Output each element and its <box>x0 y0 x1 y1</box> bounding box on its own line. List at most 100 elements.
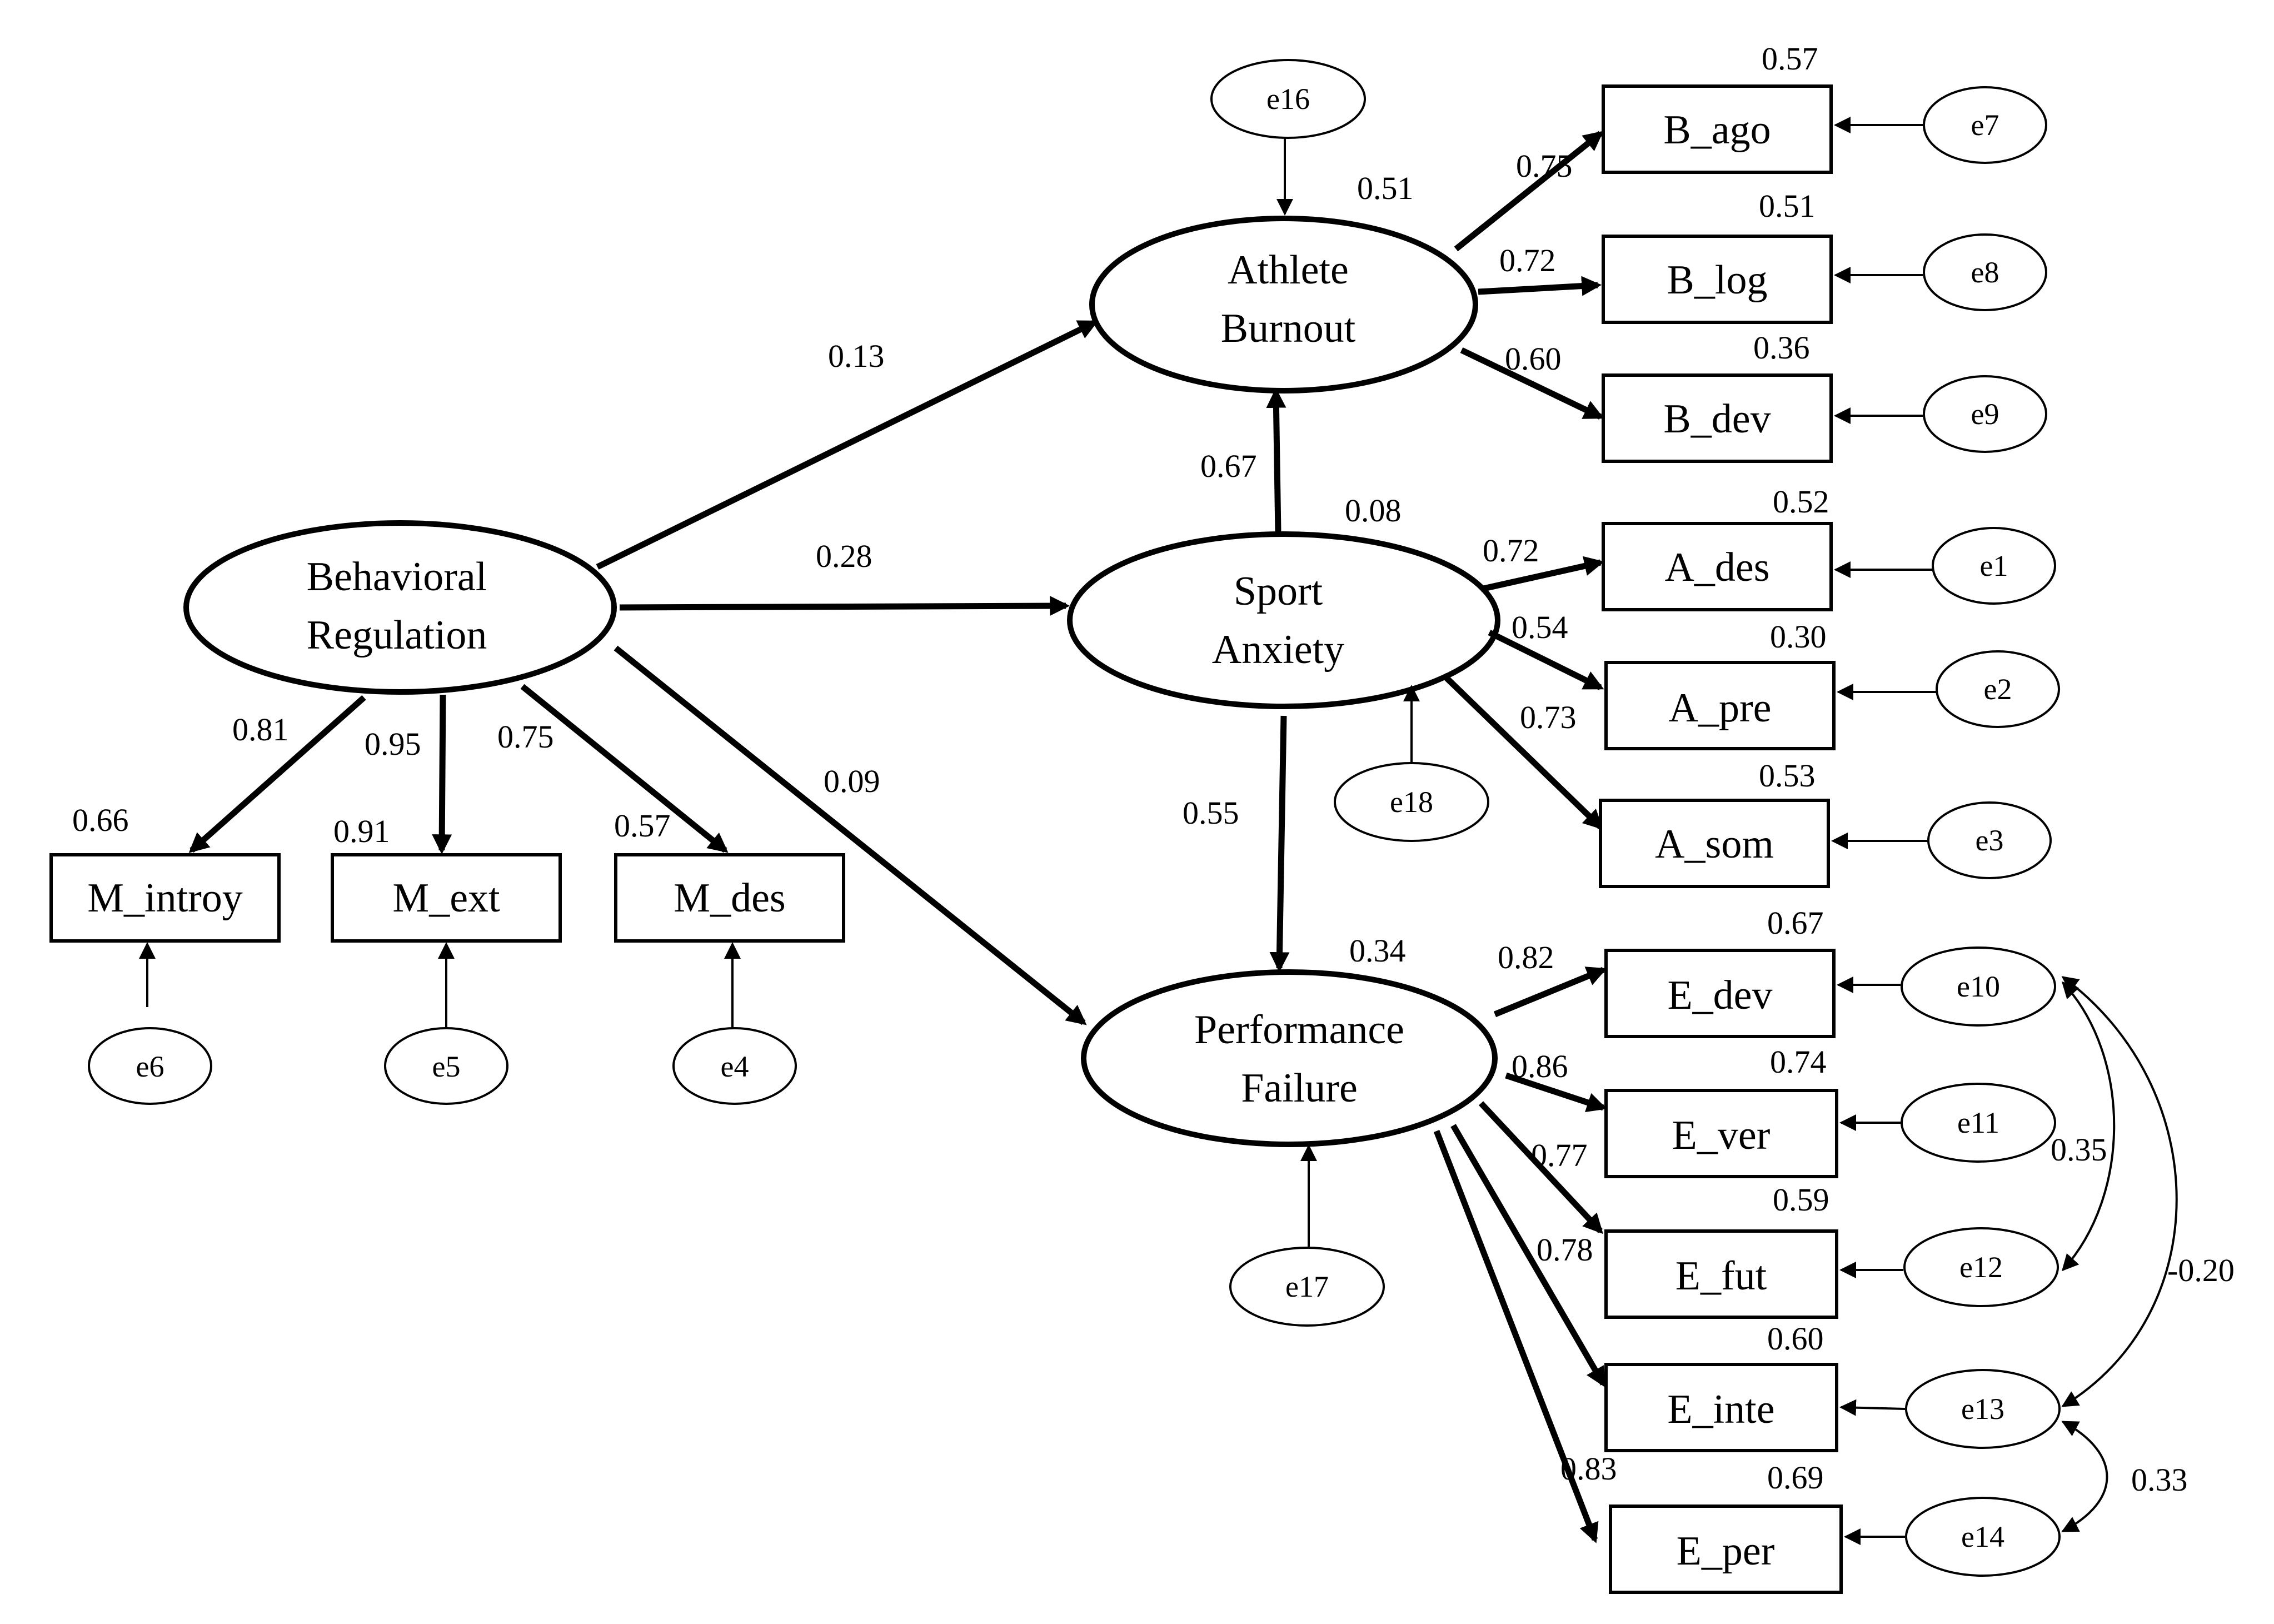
indicator-label: E_fut <box>1675 1253 1767 1299</box>
r2-m-introy: 0.66 <box>72 802 129 838</box>
error-ellipse-e11 <box>1901 1083 2056 1163</box>
br-loading-labels: 0.81 0.95 0.75 0.66 0.91 0.57 <box>72 711 671 849</box>
r2-e-fut: 0.59 <box>1773 1182 1829 1218</box>
error-ellipse-e10 <box>1901 946 2056 1027</box>
ab-loading-labels: 0.75 0.72 0.60 0.57 0.51 0.36 <box>1499 41 1818 377</box>
indicator-label: M_des <box>674 875 785 921</box>
error-label-e9: e9 <box>1971 397 1999 431</box>
indicator-m-ext: M_ext <box>331 853 562 943</box>
loading-e-fut: 0.77 <box>1531 1137 1588 1173</box>
latent-ellipse <box>183 520 617 695</box>
error-label-e13: e13 <box>1961 1392 2004 1426</box>
error-ellipse-e8 <box>1923 233 2047 311</box>
error-label-e5: e5 <box>432 1050 461 1083</box>
indicator-box <box>331 853 562 943</box>
path-br-to-sa <box>619 596 1070 616</box>
covariance-label-e13-e14: 0.33 <box>2131 1462 2188 1498</box>
loading-a-som: 0.73 <box>1520 699 1577 735</box>
error-label-e8: e8 <box>1971 256 1999 289</box>
r2-m-ext: 0.91 <box>333 813 390 849</box>
sa-loading-labels: 0.72 0.54 0.73 0.52 0.30 0.53 <box>1483 484 1829 794</box>
indicator-box <box>1604 661 1836 750</box>
loading-a-pre: 0.54 <box>1512 609 1568 645</box>
error-label-e7: e7 <box>1971 108 1999 142</box>
error-label-e6: e6 <box>136 1050 164 1083</box>
error-label-e17: e17 <box>1285 1270 1329 1303</box>
indicator-box <box>1602 522 1833 611</box>
loading-a-des: 0.72 <box>1483 532 1539 569</box>
indicator-label: A_som <box>1655 821 1774 867</box>
indicator-b-dev: B_dev <box>1602 373 1833 463</box>
covariance-e13-e14 <box>2061 1421 2108 1532</box>
indicator-box <box>1602 84 1833 174</box>
loading-line-a-som <box>1442 673 1604 830</box>
latent-label-line1: Performance <box>1194 1007 1404 1053</box>
r2-performance-failure: 0.34 <box>1349 933 1406 969</box>
path-br-to-pf <box>614 645 1087 1025</box>
coef-sa-to-pf: 0.55 <box>1183 795 1239 831</box>
br-error-terms: e6 e5 e4 <box>88 942 797 1105</box>
r2-b-log: 0.51 <box>1759 188 1816 224</box>
latent-label-line2: Failure <box>1241 1065 1358 1111</box>
indicator-label: B_log <box>1667 257 1768 303</box>
indicator-box <box>49 853 281 943</box>
loading-b-ago: 0.75 <box>1516 148 1573 184</box>
error-label-e12: e12 <box>1959 1251 2003 1284</box>
latent-label-line2: Anxiety <box>1212 627 1344 672</box>
indicator-box <box>1609 1505 1843 1594</box>
loading-line-b-ago <box>1454 131 1604 252</box>
r2-a-des: 0.52 <box>1773 484 1829 520</box>
latent-label-line2: Regulation <box>307 612 487 658</box>
r2-b-ago: 0.57 <box>1762 41 1818 77</box>
error-ellipse-e18 <box>1334 762 1489 842</box>
indicator-e-inte: E_inte <box>1604 1363 1838 1452</box>
r2-e-inte: 0.60 <box>1767 1321 1824 1357</box>
r2-e-dev: 0.67 <box>1767 905 1824 941</box>
loading-line-e-fut <box>1478 1101 1603 1234</box>
r2-athlete-burnout: 0.51 <box>1357 170 1414 206</box>
error-label-e10: e10 <box>1957 970 2000 1003</box>
indicator-box <box>1604 1229 1838 1319</box>
latent-label-line1: Athlete <box>1228 247 1349 293</box>
indicator-label: A_pre <box>1669 685 1772 731</box>
loading-line-m-ext <box>432 694 452 855</box>
indicator-m-des: M_des <box>614 853 845 943</box>
indicator-e-dev: E_dev <box>1604 949 1836 1038</box>
loading-line-e-ver <box>1505 1072 1607 1113</box>
coef-br-to-pf: 0.09 <box>824 763 880 799</box>
loading-line-m-introy <box>188 695 366 853</box>
br-loadings <box>188 684 729 855</box>
indicator-label: E_inte <box>1667 1387 1774 1432</box>
indicator-a-pre: A_pre <box>1604 661 1836 750</box>
indicator-a-som: A_som <box>1599 799 1830 888</box>
latent-ellipse <box>1081 969 1498 1147</box>
error-label-e3: e3 <box>1976 824 2004 857</box>
indicator-m-introy: M_introy <box>49 853 281 943</box>
indicator-box <box>1599 799 1830 888</box>
path-sa-to-ab <box>1266 387 1286 533</box>
loading-line-e-per <box>1433 1130 1599 1543</box>
error-label-e11: e11 <box>1957 1106 1999 1139</box>
latent-label-line1: Sport <box>1234 569 1323 614</box>
indicator-b-ago: B_ago <box>1602 84 1833 174</box>
indicator-label: A_des <box>1664 545 1769 590</box>
error-ellipse-e13 <box>1905 1369 2061 1449</box>
r2-e-per: 0.69 <box>1767 1459 1824 1496</box>
error-ellipse-e6 <box>88 1027 212 1105</box>
indicator-label: M_ext <box>392 875 500 921</box>
latent-label-line2: Burnout <box>1221 306 1356 351</box>
r2-sport-anxiety: 0.08 <box>1345 492 1402 529</box>
indicator-label: B_dev <box>1663 396 1771 442</box>
error-label-e1: e1 <box>1980 549 2008 582</box>
loading-b-log: 0.72 <box>1499 242 1556 278</box>
loading-line-e-inte <box>1450 1124 1606 1388</box>
loading-line-a-des <box>1480 556 1605 592</box>
structural-paths <box>596 320 1290 1025</box>
r2-e-ver: 0.74 <box>1770 1044 1827 1080</box>
error-ellipse-e4 <box>672 1027 797 1105</box>
loading-line-m-des <box>520 684 729 853</box>
indicator-e-fut: E_fut <box>1604 1229 1838 1319</box>
covariance-label-e10-e13: -0.20 <box>2167 1252 2235 1288</box>
indicator-box <box>614 853 845 943</box>
